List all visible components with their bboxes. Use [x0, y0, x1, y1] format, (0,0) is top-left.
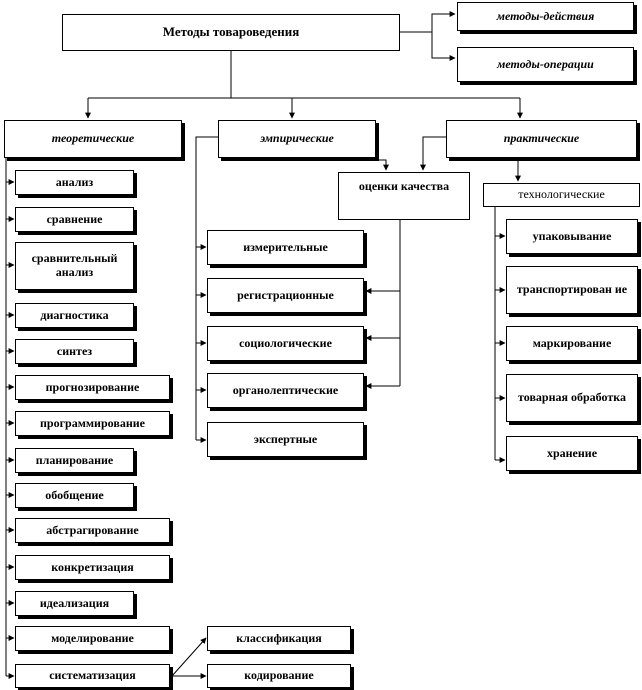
empirical-item: органолептические — [207, 373, 364, 408]
theoretical-item: идеализация — [15, 591, 134, 616]
quality-assessment-label: оценки качества — [358, 179, 450, 193]
tech-item-label: упаковывание — [532, 228, 612, 243]
empirical-item: измерительные — [207, 230, 364, 265]
theoretical-item: конкретизация — [15, 555, 170, 580]
theoretical-item-label: моделирование — [51, 630, 134, 645]
theoretical-item: прогнозирование — [15, 375, 170, 400]
tech-item: маркирование — [506, 326, 638, 361]
theoretical-item-label: конкретизация — [51, 559, 134, 574]
category-empirical: эмпирические — [218, 120, 376, 158]
technological-box: технологические — [483, 183, 640, 207]
methods-actions-label: методы-действия — [496, 8, 595, 23]
classification-label: классификация — [236, 630, 322, 645]
theoretical-item-label: прогнозирование — [45, 379, 140, 394]
theoretical-item-label: систематизация — [49, 668, 136, 683]
technological-label: технологические — [518, 187, 605, 202]
empirical-item-label: измерительные — [243, 239, 328, 254]
title-box: Методы товароведения — [62, 14, 400, 51]
theoretical-item-label: абстрагирование — [46, 522, 139, 537]
theoretical-item-label: программирование — [40, 415, 145, 430]
theoretical-item: анализ — [15, 170, 134, 195]
coding-box: кодирование — [207, 664, 351, 688]
category-theoretical: теоретические — [4, 120, 182, 158]
theoretical-item-label: синтез — [56, 343, 93, 358]
theoretical-item-label: идеализация — [39, 595, 110, 610]
empirical-item-label: социологические — [239, 335, 332, 350]
theoretical-item: систематизация — [15, 664, 170, 688]
theoretical-item: синтез — [15, 339, 134, 364]
theoretical-item: моделирование — [15, 626, 170, 651]
tech-item-label: транспортирован ие — [516, 282, 628, 297]
theoretical-item-label: сравнение — [46, 211, 103, 226]
theoretical-item-label: анализ — [55, 174, 94, 189]
empirical-item-label: экспертные — [253, 431, 318, 446]
tech-item: транспортирован ие — [506, 266, 638, 314]
empirical-item: экспертные — [207, 422, 364, 457]
title-text: Методы товароведения — [162, 24, 300, 40]
quality-assessment-box: оценки качества — [338, 172, 470, 220]
theoretical-item-label: сравнительный анализ — [31, 251, 118, 279]
empirical-item-label: регистрационные — [237, 287, 334, 302]
theoretical-item: планирование — [15, 448, 134, 473]
coding-label: кодирование — [244, 668, 314, 683]
theoretical-item-label: планирование — [35, 452, 114, 467]
theoretical-item: обобщение — [15, 483, 134, 508]
theoretical-item: программирование — [15, 411, 170, 436]
tech-item-label: маркирование — [532, 335, 612, 350]
category-theoretical-label: теоретические — [51, 131, 135, 146]
theoretical-item-label: диагностика — [40, 307, 109, 322]
category-practical: практические — [446, 120, 637, 158]
tech-item: товарная обработка — [506, 374, 638, 422]
theoretical-item: сравнительный анализ — [15, 242, 134, 290]
classification-box: классификация — [207, 626, 351, 651]
theoretical-item-label: обобщение — [45, 487, 104, 502]
theoretical-item: сравнение — [15, 207, 134, 232]
theoretical-item: абстрагирование — [15, 518, 170, 543]
empirical-item: регистрационные — [207, 278, 364, 313]
methods-actions-box: методы-действия — [457, 2, 634, 31]
tech-item: упаковывание — [506, 219, 638, 254]
category-practical-label: практические — [503, 131, 580, 146]
theoretical-item: диагностика — [15, 303, 134, 328]
methods-operations-box: методы-операции — [457, 47, 634, 82]
tech-item-label: товарная обработка — [518, 390, 626, 405]
tech-item: хранение — [506, 436, 638, 471]
category-empirical-label: эмпирические — [260, 131, 334, 146]
empirical-item: социологические — [207, 326, 364, 361]
empirical-item-label: органолептические — [232, 382, 339, 397]
tech-item-label: хранение — [546, 445, 598, 460]
methods-operations-label: методы-операции — [497, 56, 594, 71]
